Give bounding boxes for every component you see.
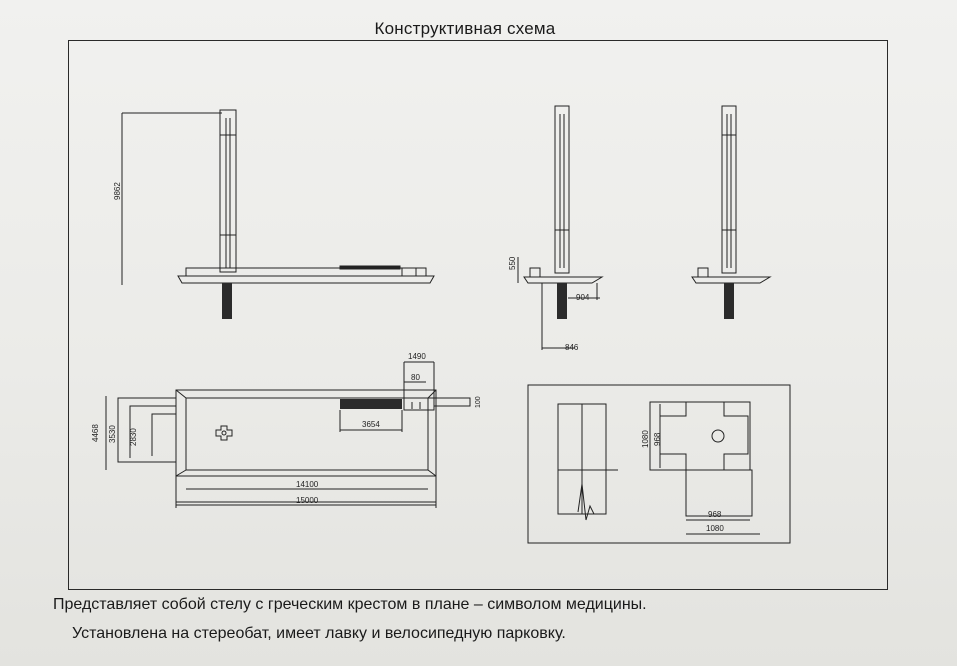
break-line bbox=[577, 483, 595, 521]
caption-line-1: Представляет собой стелу с греческим кре… bbox=[53, 596, 647, 613]
stele-side-outline bbox=[721, 105, 737, 274]
stele-side-outline bbox=[554, 105, 570, 274]
plan-top-small-label: 80 bbox=[411, 373, 420, 382]
detail-frame bbox=[527, 384, 791, 544]
side-elevation-right bbox=[691, 105, 772, 319]
plan-outer-step bbox=[175, 389, 437, 503]
detail-plan-outer bbox=[649, 401, 751, 471]
plan-corner bbox=[175, 389, 187, 399]
base-height-label: 550 bbox=[508, 256, 517, 270]
step-width-label: 904 bbox=[576, 293, 590, 302]
stele-height-label: 9862 bbox=[113, 182, 122, 200]
bench-profile bbox=[339, 265, 401, 270]
plan-top-width-label: 1490 bbox=[408, 352, 426, 361]
bench-plan bbox=[340, 399, 402, 409]
detail-width-inner-label: 968 bbox=[708, 510, 722, 519]
plan-view: 1490 80 100 4468 3530 2830 3654 14100 15… bbox=[91, 352, 482, 508]
bench-side bbox=[697, 267, 709, 278]
page-title: Конструктивная схема bbox=[374, 19, 556, 38]
cross-center bbox=[221, 430, 227, 436]
stylobate-side bbox=[691, 276, 772, 284]
detail-width-outer-label: 1080 bbox=[706, 524, 724, 533]
side-elevation-left: 550 904 846 bbox=[508, 105, 604, 352]
plan-right-small-label: 100 bbox=[475, 396, 482, 408]
bench-side bbox=[529, 267, 541, 278]
stele-outline bbox=[219, 109, 237, 273]
plan-corner bbox=[427, 469, 437, 477]
front-elevation: 9862 bbox=[113, 109, 435, 319]
dim-mid-height bbox=[129, 405, 176, 458]
drawing-frame bbox=[68, 40, 888, 590]
plan-outer-height-label: 4468 bbox=[91, 424, 100, 442]
detail-height-outer-label: 1080 bbox=[641, 430, 650, 448]
bike-parking-plan bbox=[403, 397, 435, 411]
bike-rack bbox=[401, 267, 417, 277]
dim-inner-height bbox=[151, 413, 176, 456]
plan-platform bbox=[185, 397, 429, 471]
plan-right-strip bbox=[433, 397, 471, 407]
foundation-width-label: 846 bbox=[565, 343, 579, 352]
detail-foundation bbox=[685, 469, 753, 517]
foundation-side bbox=[557, 283, 567, 319]
plan-inner-height-label: 2830 bbox=[129, 428, 138, 446]
plan-corner bbox=[427, 389, 437, 399]
greek-cross-detail bbox=[659, 401, 749, 471]
plan-mid-height-label: 3530 bbox=[108, 425, 117, 443]
detail-height-inner-label: 968 bbox=[653, 432, 662, 446]
plan-bench-length-label: 3654 bbox=[362, 420, 380, 429]
foundation-side bbox=[724, 283, 734, 319]
dim-outer-height bbox=[117, 397, 176, 463]
caption-line-2: Установлена на стереобат, имеет лавку и … bbox=[72, 625, 566, 642]
greek-cross-plan bbox=[215, 425, 233, 441]
detail-center-hole bbox=[711, 429, 725, 443]
stylobate-side bbox=[523, 276, 604, 284]
plan-inner-length-label: 14100 bbox=[296, 480, 319, 489]
plan-outer-length-label: 15000 bbox=[296, 496, 319, 505]
detail-view: 1080 968 968 1080 bbox=[527, 384, 791, 544]
foundation bbox=[222, 283, 232, 319]
stylobate-step bbox=[177, 275, 435, 284]
plan-corner bbox=[175, 469, 187, 477]
